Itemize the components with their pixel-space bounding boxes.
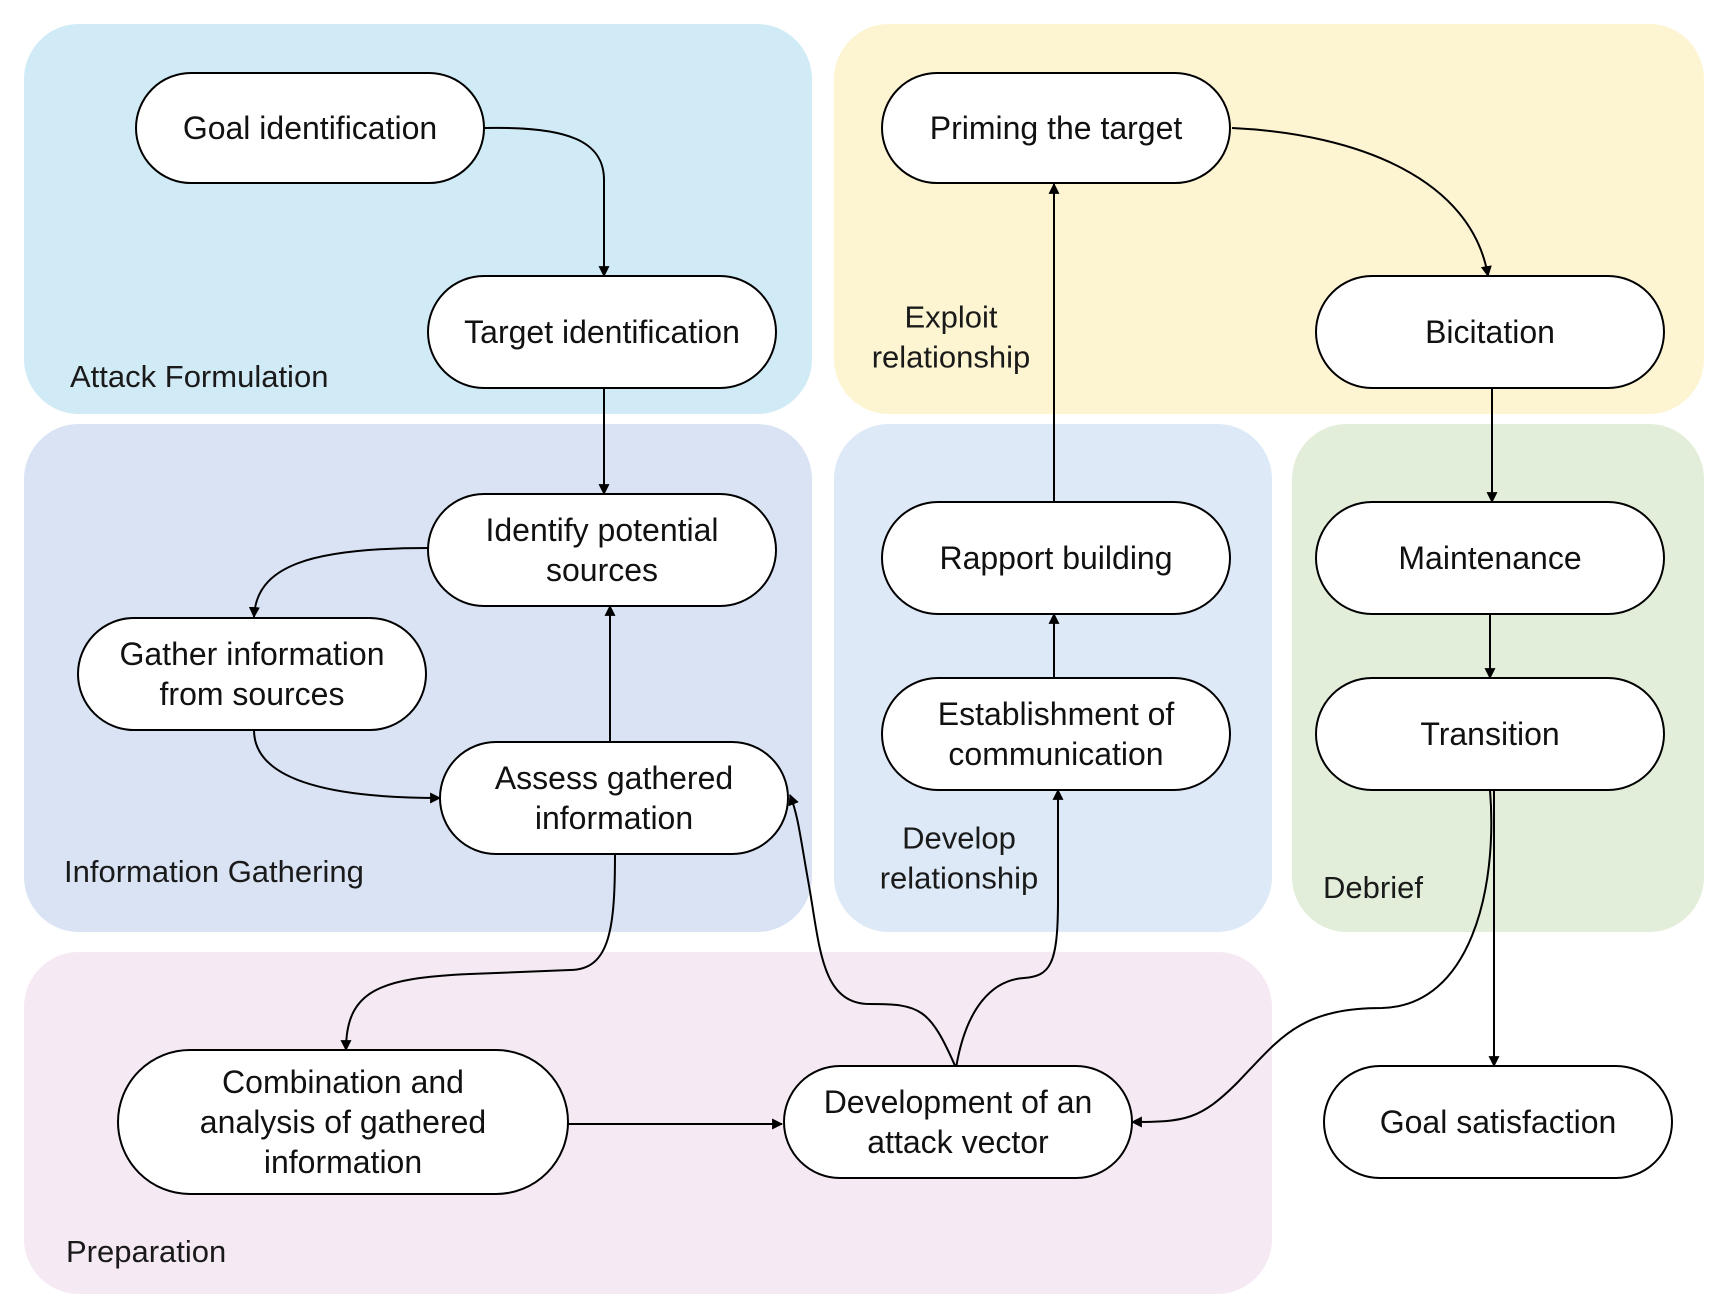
region-label-preparation: Preparation: [66, 1234, 226, 1269]
node-priming-the-target: Priming the target: [881, 72, 1231, 184]
node-goal-satisfaction-label: Goal satisfaction: [1380, 1104, 1617, 1140]
edge-development-to-assess: [788, 793, 957, 1069]
edge-transition-to-development: [1130, 789, 1493, 1128]
node-bicitation: Bicitation: [1315, 275, 1665, 389]
node-transition-label: Transition: [1420, 716, 1559, 752]
edge-identify-sources-to-gather: [248, 547, 429, 619]
node-maintenance: Maintenance: [1315, 501, 1665, 615]
node-target-identification-label: Target identification: [464, 314, 740, 350]
edge-assess-to-combination: [340, 853, 616, 1052]
node-rapport-building-label: Rapport building: [939, 540, 1172, 576]
node-goal-identification: Goal identification: [135, 72, 485, 184]
edge-priming-to-bicitation: [1231, 127, 1492, 278]
node-rapport-building: Rapport building: [881, 501, 1231, 615]
node-goal-satisfaction: Goal satisfaction: [1323, 1065, 1673, 1179]
edge-goal-to-target: [483, 126, 610, 278]
node-goal-identification-label: Goal identification: [183, 110, 437, 146]
node-transition: Transition: [1315, 677, 1665, 791]
region-label-attack-formulation: Attack Formulation: [70, 359, 328, 394]
node-maintenance-label: Maintenance: [1398, 540, 1581, 576]
node-priming-the-target-label: Priming the target: [930, 110, 1183, 146]
edge-development-to-establishment: [955, 788, 1064, 1069]
region-label-debrief: Debrief: [1323, 870, 1423, 905]
node-bicitation-label: Bicitation: [1425, 314, 1555, 350]
node-target-identification: Target identification: [427, 275, 777, 389]
region-label-information-gathering: Information Gathering: [64, 854, 364, 889]
edge-gather-to-assess: [253, 729, 442, 804]
